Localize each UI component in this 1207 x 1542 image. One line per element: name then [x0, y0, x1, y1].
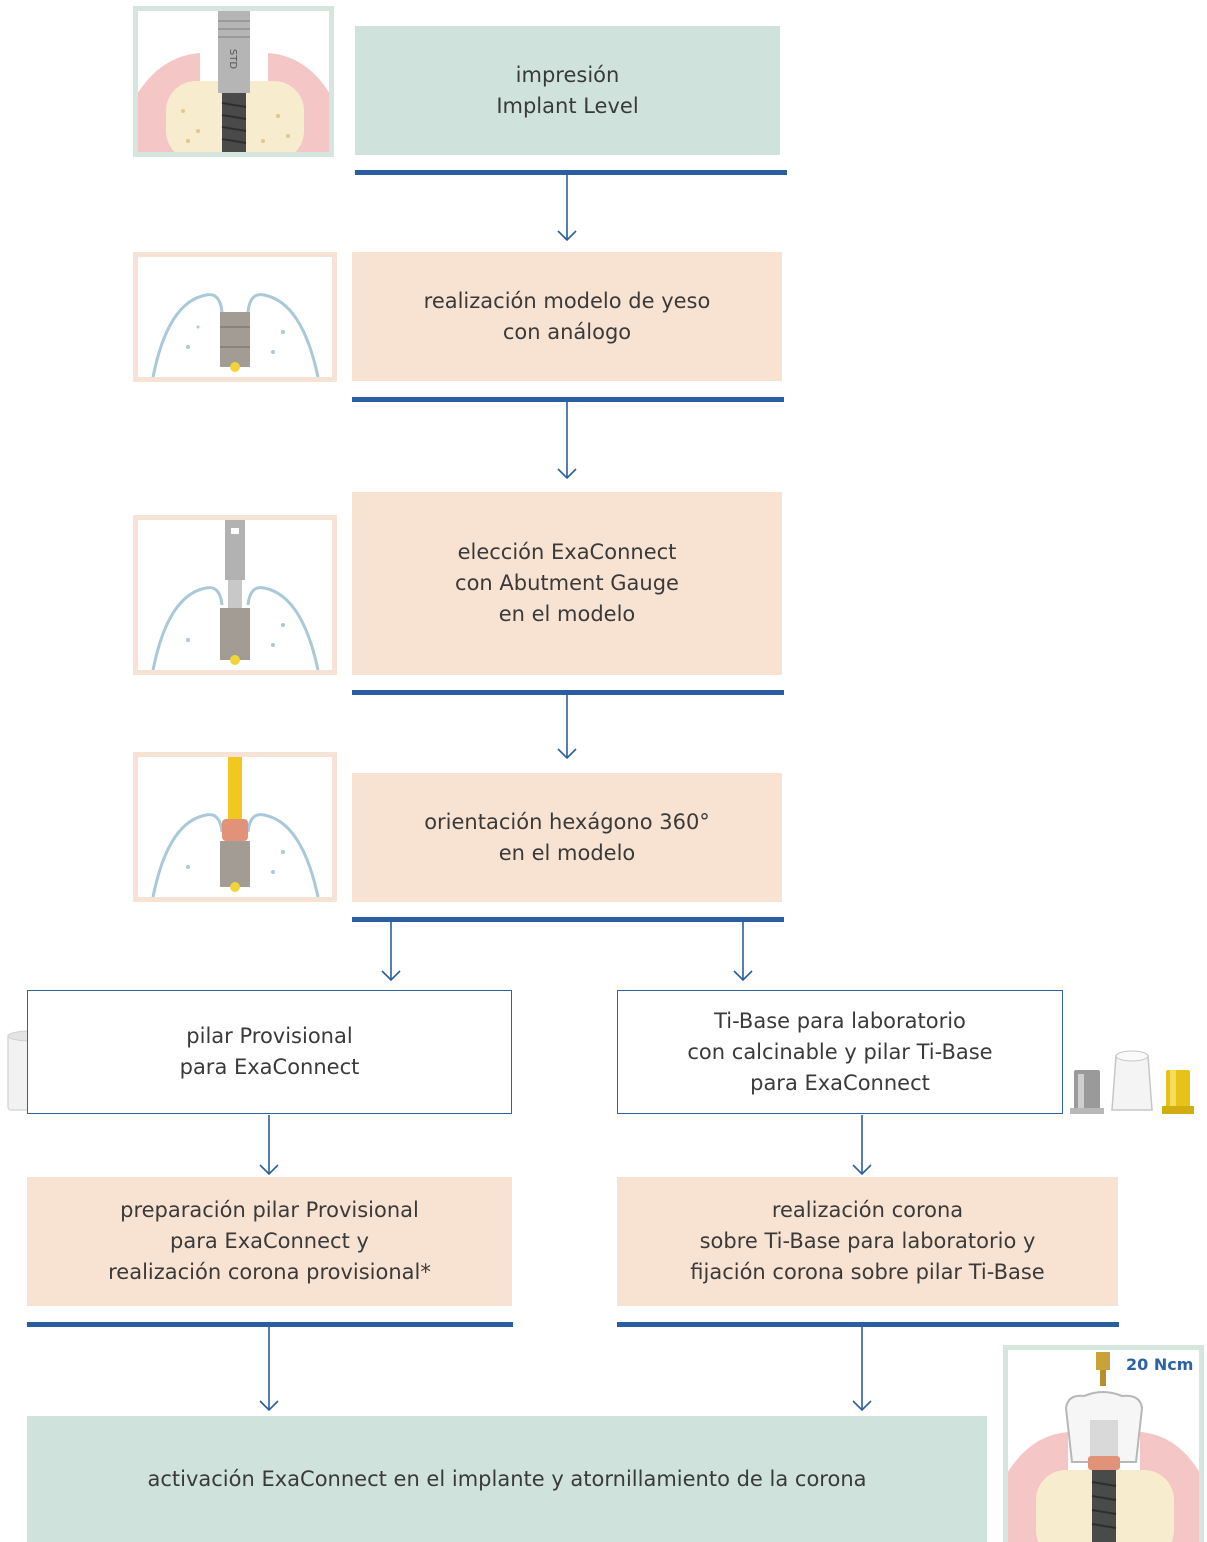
crown-screwing-illustration	[1003, 1345, 1204, 1542]
arrow-4a	[381, 922, 401, 982]
divider-bar-2	[352, 397, 784, 402]
divider-bar-1	[355, 170, 787, 175]
abutment-gauge-illustration	[133, 515, 337, 675]
arrow-4b	[733, 922, 753, 982]
step-exaconnect-choice: elección ExaConnect con Abutment Gauge e…	[352, 492, 782, 675]
arrow-5a	[259, 1115, 279, 1176]
hex-orientation-illustration	[133, 752, 337, 902]
branch-temporary-abutment: pilar Provisional para ExaConnect	[27, 990, 512, 1114]
arrow-1	[557, 175, 577, 242]
divider-bar-left	[27, 1322, 513, 1327]
ti-base-components-image	[1068, 1048, 1200, 1118]
step-plaster-model: realización modelo de yeso con análogo	[352, 252, 782, 381]
step-final-activation: activación ExaConnect en el implante y a…	[27, 1416, 987, 1542]
divider-bar-3	[352, 690, 784, 695]
torque-label: 20 Ncm	[1126, 1355, 1194, 1374]
arrow-2	[557, 402, 577, 480]
arrow-6b	[852, 1327, 872, 1412]
impression-coping-illustration: STD	[133, 6, 334, 157]
coping-engraving-text: STD	[227, 49, 238, 69]
step-temporary-crown: preparación pilar Provisional para ExaCo…	[27, 1177, 512, 1306]
step-hex-orientation: orientación hexágono 360° en el modelo	[352, 773, 782, 902]
divider-bar-4	[352, 917, 784, 922]
arrow-6a	[259, 1327, 279, 1412]
step-ti-base-crown: realización corona sobre Ti-Base para la…	[617, 1177, 1118, 1306]
plaster-model-illustration	[133, 252, 337, 382]
branch-ti-base: Ti-Base para laboratorio con calcinable …	[617, 990, 1063, 1114]
step-implant-impression: impresión Implant Level	[355, 26, 780, 155]
arrow-3	[557, 695, 577, 760]
arrow-5b	[852, 1115, 872, 1176]
divider-bar-right	[617, 1322, 1119, 1327]
